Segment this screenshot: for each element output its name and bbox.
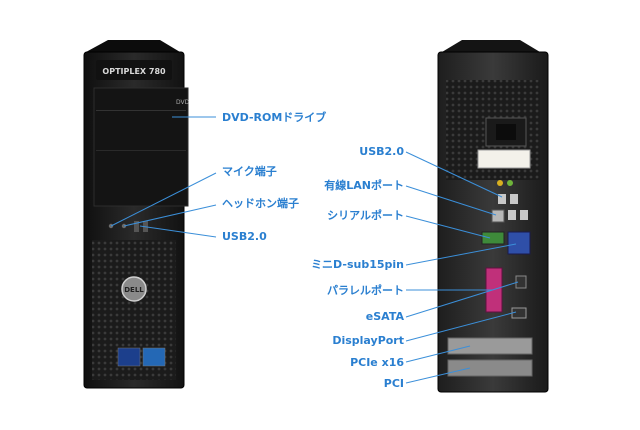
leader-pcie <box>405 345 471 363</box>
model-badge-text: OPTIPLEX 780 <box>102 67 166 76</box>
label-pcie-x16: PCIe x16 <box>350 356 404 369</box>
label-headphone-jack: ヘッドホン端子 <box>222 197 299 210</box>
label-pci: PCI <box>383 377 404 390</box>
vga-port <box>507 231 531 255</box>
label-mini-dsub: ミニD-sub15pin <box>311 258 404 271</box>
leader-usb-back <box>405 151 503 198</box>
model-badge <box>96 60 172 80</box>
leader-displayport <box>405 311 517 342</box>
leader-minid <box>405 243 517 266</box>
label-lan-port: 有線LANポート <box>324 179 404 192</box>
service-tag-sticker <box>477 149 531 169</box>
svg-text:DELL: DELL <box>124 286 144 294</box>
audio-out <box>507 180 513 186</box>
leader-usb-front <box>139 225 217 238</box>
leader-headphone <box>123 204 217 227</box>
serial-port <box>481 231 505 245</box>
front-usb-port-1 <box>134 221 139 232</box>
power-socket <box>485 117 527 147</box>
dell-logo <box>121 276 147 302</box>
label-esata: eSATA <box>365 310 404 323</box>
esata-port <box>515 275 527 289</box>
pci-slot-cover <box>447 359 533 377</box>
label-dvd-rom: DVD-ROMドライブ <box>222 111 327 124</box>
pcie-slot-cover <box>447 337 533 355</box>
label-parallel-port: パラレルポート <box>327 284 404 297</box>
leader-lan <box>405 185 497 216</box>
label-mic-jack: マイク端子 <box>222 165 277 178</box>
audio-in <box>497 180 503 186</box>
label-serial-port: シリアルポート <box>327 209 404 222</box>
leader-pci <box>405 367 471 384</box>
dvd-drive-bay <box>93 87 189 207</box>
lan-port <box>491 209 505 223</box>
leader-esata <box>405 281 519 318</box>
leader-mic <box>110 172 217 227</box>
intel-sticker <box>117 347 141 367</box>
label-usb-front: USB2.0 <box>222 230 267 243</box>
leader-lines <box>110 116 519 384</box>
windows-sticker <box>142 347 166 367</box>
front-tower: OPTIPLEX 780 DVD DELL <box>83 40 190 389</box>
label-displayport: DisplayPort <box>332 334 404 347</box>
back-tower <box>437 40 549 393</box>
back-usb-port-1 <box>498 194 506 204</box>
label-usb-back: USB2.0 <box>359 145 404 158</box>
back-usb-port-2 <box>510 194 518 204</box>
leader-serial <box>405 215 491 239</box>
dvd-logo: DVD <box>176 99 190 106</box>
